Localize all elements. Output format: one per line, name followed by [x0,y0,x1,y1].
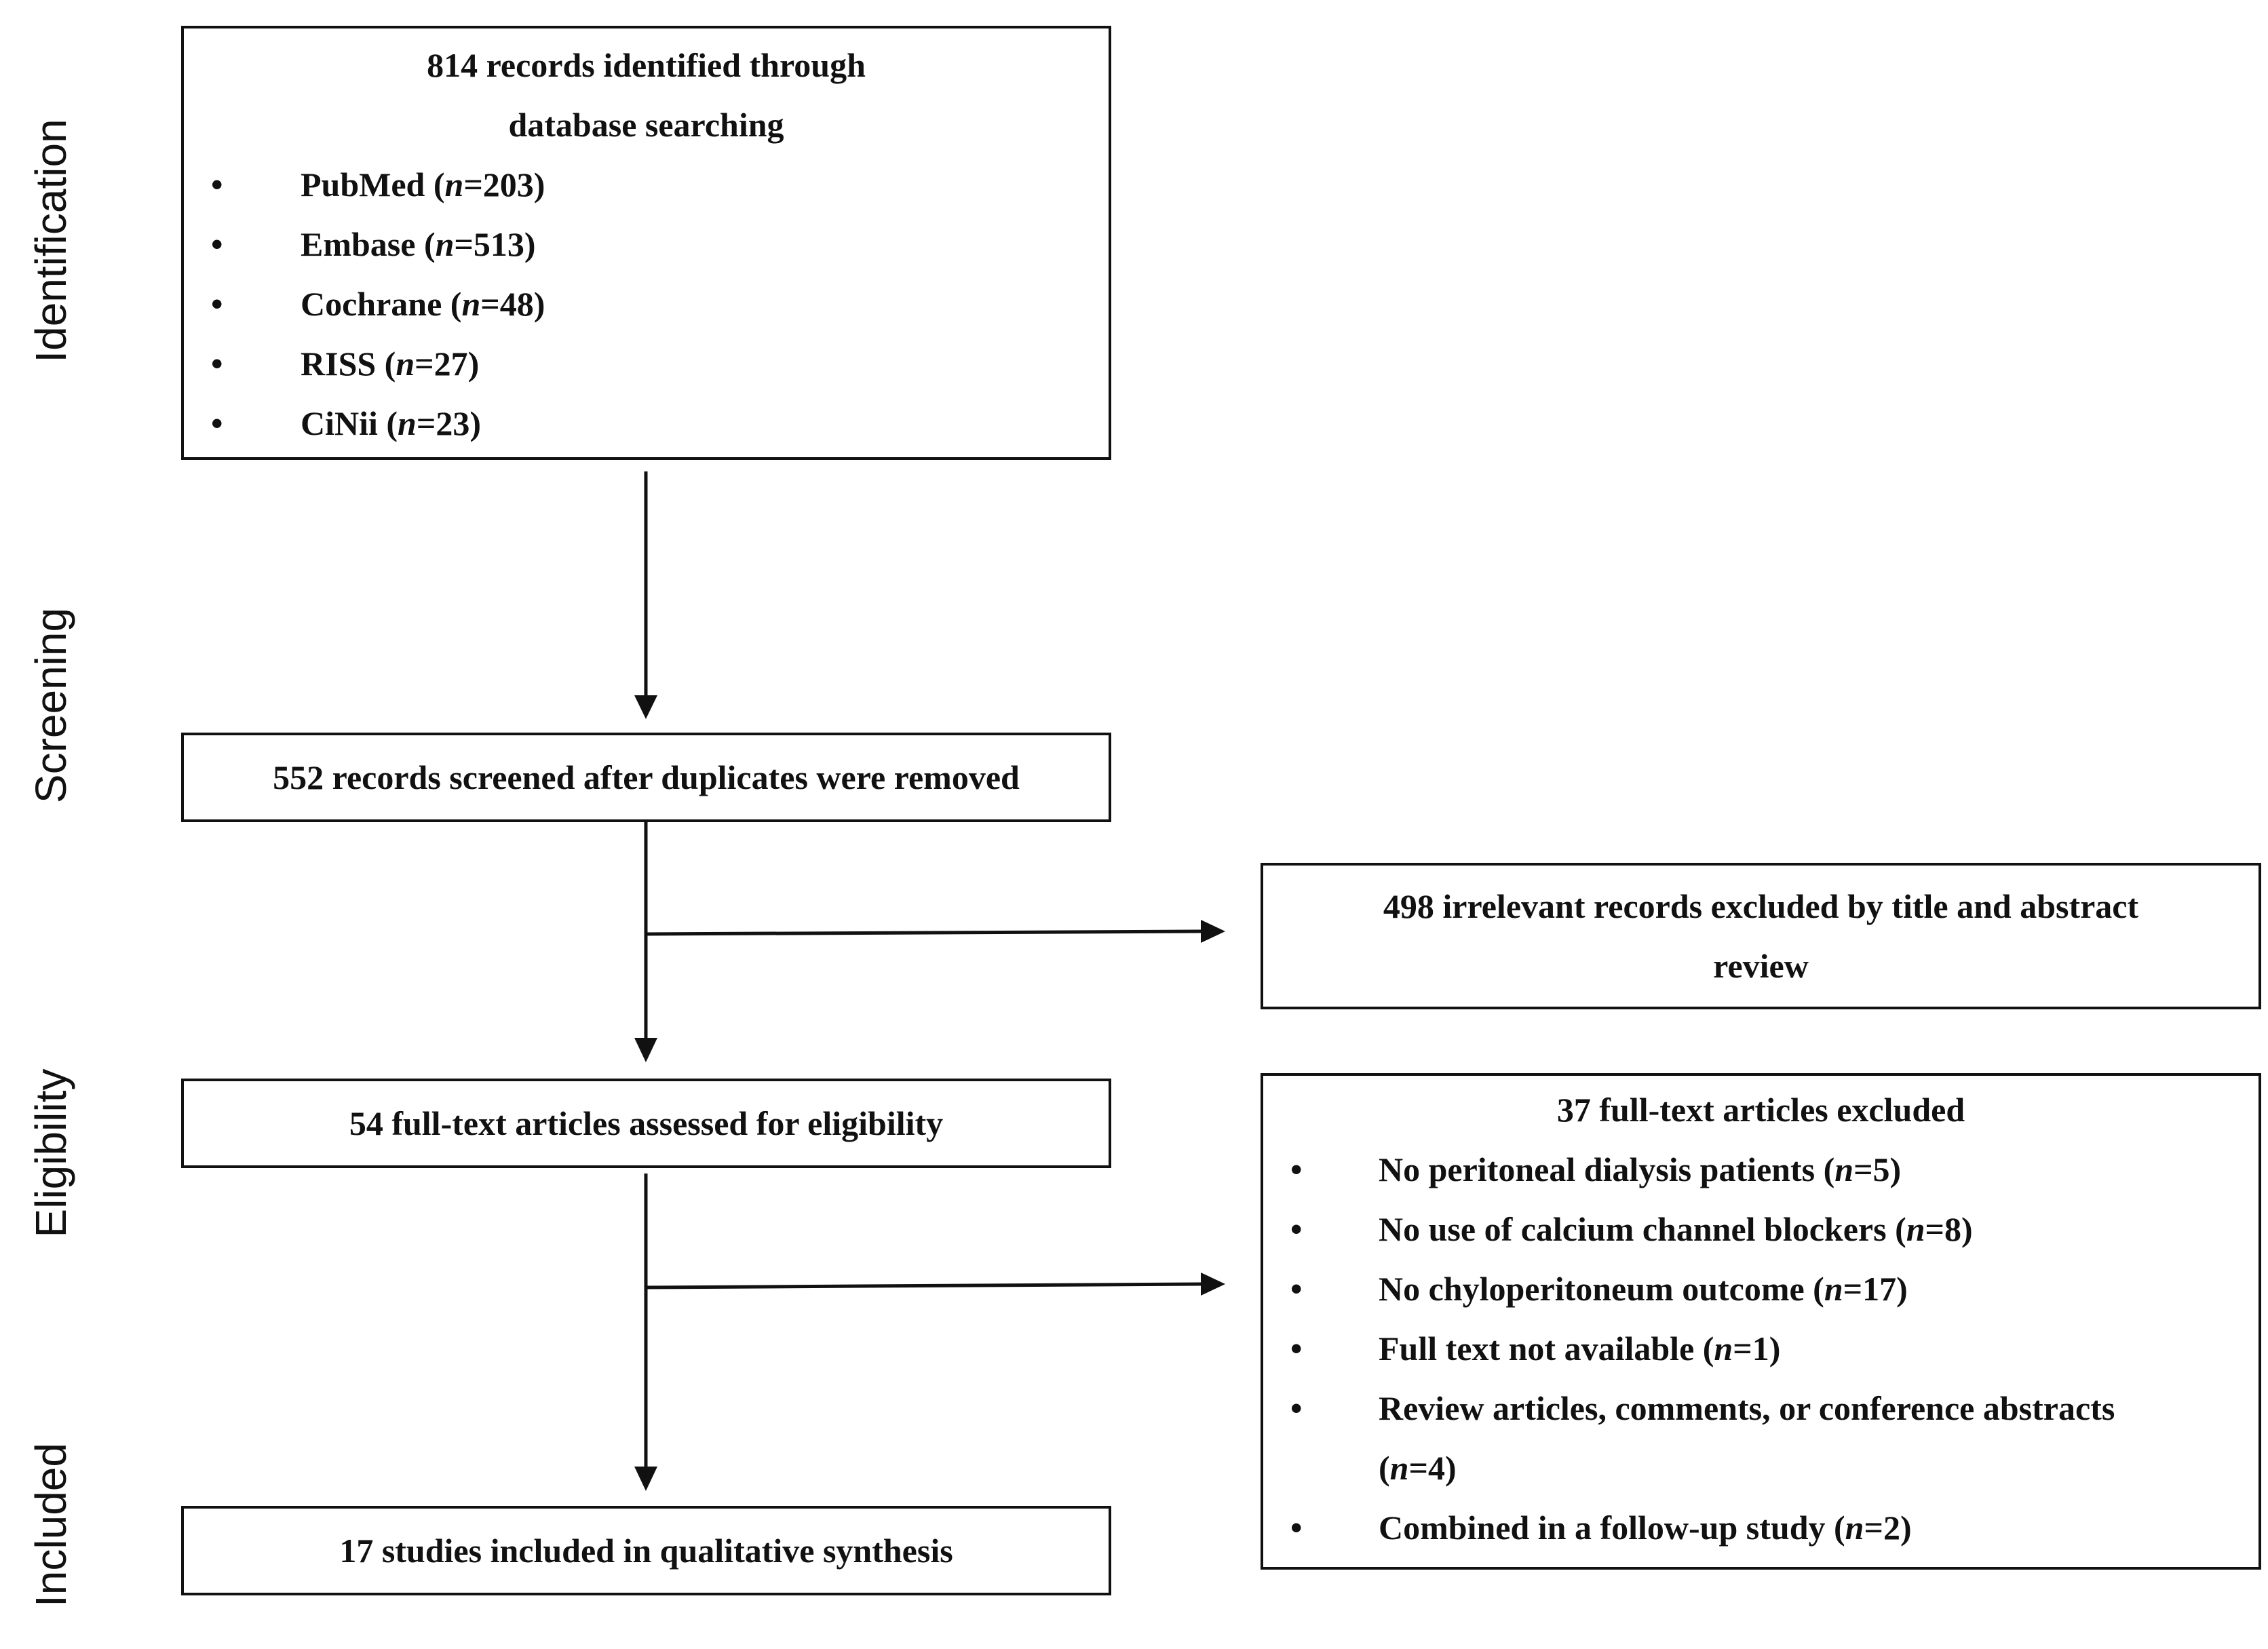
phase-label-identification: Identification [26,119,75,363]
phase-label-included: Included [26,1443,75,1607]
identification-title-line1: 814 records identified through [427,46,866,84]
eligibility-box: 54 full-text articles assessed for eligi… [181,1079,1111,1168]
excluded-fulltext-box: 37 full-text articles excluded •No perit… [1261,1073,2261,1570]
list-item: •PubMed (n=203) [211,166,545,203]
list-item: •Embase (n=513) [211,225,536,263]
list-item: •CiNii (n=23) [211,404,482,442]
exclusion-reason-list: •No peritoneal dialysis patients (n=5) •… [1290,1140,2259,1557]
excluded-fulltext-title: 37 full-text articles excluded [1556,1091,1965,1129]
list-item: •No use of calcium channel blockers (n=8… [1290,1210,1973,1248]
list-item: •Cochrane (n=48) [211,285,545,323]
screening-box: 552 records screened after duplicates we… [181,733,1111,822]
identification-title-line2: database searching [508,106,784,144]
list-item: •Full text not available (n=1) [1290,1330,1781,1367]
list-item: •Combined in a follow-up study (n=2) [1290,1509,1912,1547]
excluded-title-line1: 498 irrelevant records excluded by title… [1383,887,2139,925]
list-item: •No chyloperitoneum outcome (n=17) [1290,1270,1908,1308]
arrowhead-included [634,1467,657,1491]
arrow-to-excluded-title [645,929,1202,936]
arrowhead-excluded-title [1201,920,1225,943]
excluded-title-line2: review [1713,947,1809,985]
list-item: •RISS (n=27) [211,345,480,383]
arrowhead-screening [634,695,657,719]
identification-box: 814 records identified through database … [181,26,1111,460]
arrow-to-excluded-fulltext [645,1282,1202,1289]
phase-label-screening: Screening [26,607,75,804]
excluded-title-abstract-box: 498 irrelevant records excluded by title… [1261,863,2261,1009]
arrowhead-excluded-fulltext [1201,1273,1225,1296]
list-item: •Review articles, comments, or conferenc… [1290,1389,2115,1487]
list-item: •No peritoneal dialysis patients (n=5) [1290,1150,1902,1188]
eligibility-text: 54 full-text articles assessed for eligi… [349,1104,944,1142]
database-list: •PubMed (n=203) •Embase (n=513) •Cochran… [211,155,1109,453]
phase-label-eligibility: Eligibility [26,1068,75,1238]
arrowhead-eligibility [634,1038,657,1062]
screening-text: 552 records screened after duplicates we… [273,758,1020,796]
included-box: 17 studies included in qualitative synth… [181,1506,1111,1595]
included-text: 17 studies included in qualitative synth… [339,1532,953,1570]
